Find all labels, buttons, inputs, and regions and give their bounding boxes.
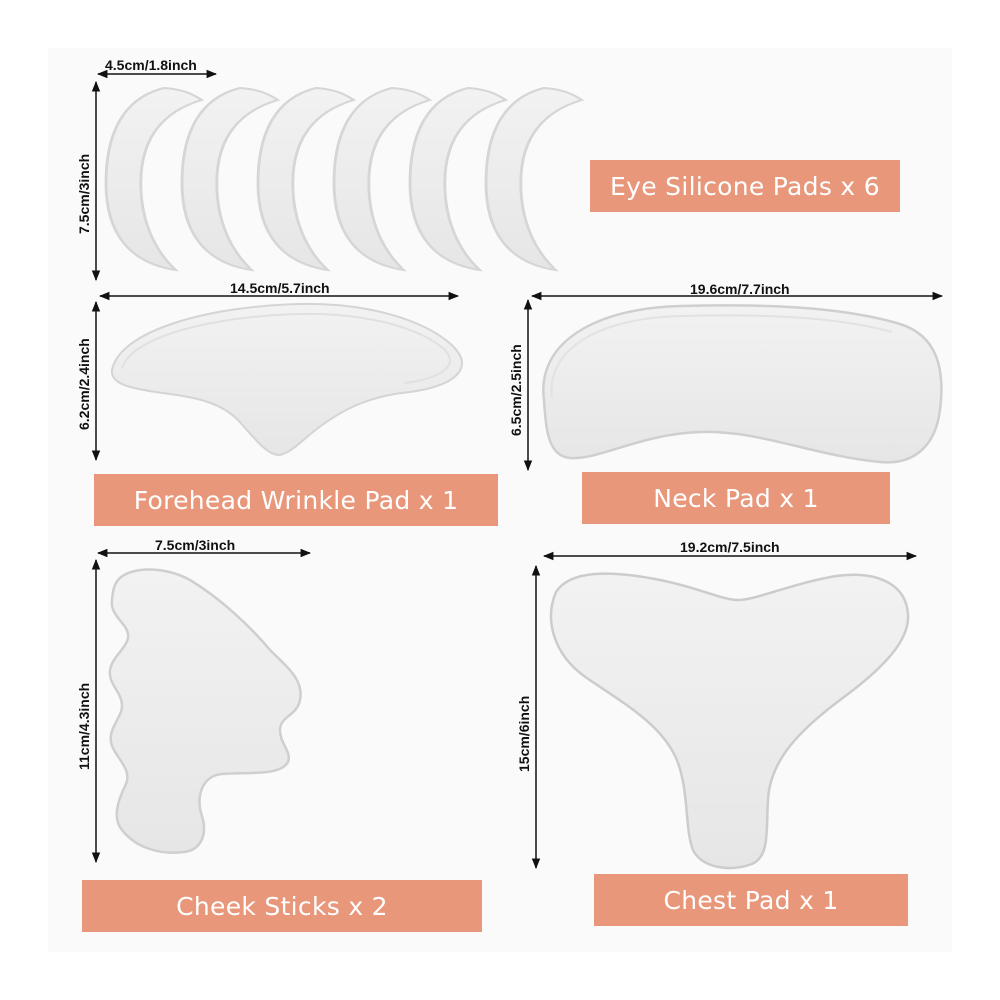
cheek-stick-shape — [108, 568, 302, 854]
chest-width-dimension: 19.2cm/7.5inch — [680, 539, 780, 555]
eye-height-dimension: 7.5cm/3inch — [76, 153, 92, 234]
chest-pad-label: Chest Pad x 1 — [594, 874, 908, 926]
eye-pads-group — [104, 86, 584, 272]
chest-height-dimension: 15cm/6inch — [516, 695, 532, 772]
chest-pad-shape — [549, 572, 910, 870]
eye-pad-6 — [484, 86, 584, 272]
forehead-width-dimension: 14.5cm/5.7inch — [230, 280, 330, 296]
neck-pad-label: Neck Pad x 1 — [582, 472, 890, 524]
neck-pad-shape — [542, 304, 943, 464]
neck-width-dimension: 19.6cm/7.7inch — [690, 281, 790, 297]
forehead-pad-label: Forehead Wrinkle Pad x 1 — [94, 474, 498, 526]
forehead-pad-shape — [110, 302, 464, 456]
forehead-height-dimension: 6.2cm/2.4inch — [76, 338, 92, 430]
eye-width-dimension: 4.5cm/1.8inch — [105, 57, 197, 73]
cheek-width-dimension: 7.5cm/3inch — [155, 537, 236, 553]
cheek-height-dimension: 11cm/4.3inch — [76, 682, 92, 770]
eye-pads-label: Eye Silicone Pads x 6 — [590, 160, 900, 212]
cheek-sticks-label: Cheek Sticks x 2 — [82, 880, 482, 932]
neck-height-dimension: 6.5cm/2.5inch — [508, 344, 524, 436]
